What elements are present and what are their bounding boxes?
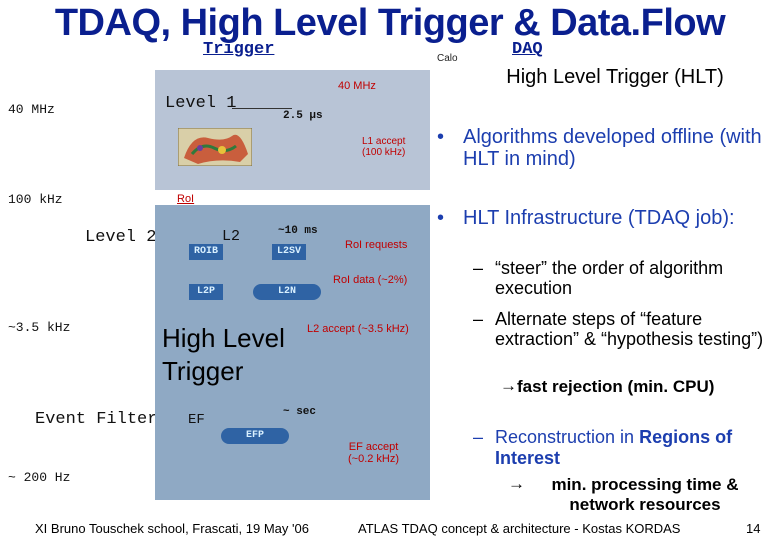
dash-1: – [473,258,484,278]
footer-page-number: 14 [746,521,761,536]
sub-reconstruction-roi: Regions of Interest [495,427,733,468]
roi-requests-label: RoI requests [345,239,408,251]
efp-box: EFP [221,428,289,444]
footer-talk: ATLAS TDAQ concept & architecture - Kost… [358,521,681,536]
level2-label: Level 2 [85,228,157,247]
result-fast-rejection: fast rejection (min. CPU) [517,377,715,396]
l1-accept-label: L1 accept (100 kHz) [362,136,406,158]
event-filter-label: Event Filter [35,410,158,429]
hlt-text-panel [430,66,780,516]
result-arrow-2: → [508,474,525,493]
trigger-header: Trigger [203,40,275,59]
l1-latency: 2.5 μs [283,110,323,122]
dash-3: – [473,427,484,447]
l2n-box: L2N [253,284,321,300]
bullet-dot-1: • [437,126,445,148]
hlt-panel-title: High Level Trigger (HLT) [506,66,724,88]
ef-accept-label: EF accept (~0.2 kHz) [348,441,400,465]
roib-box: ROIB [189,244,223,260]
rate-40mhz: 40 MHz [8,102,55,117]
calo-label: Calo [437,53,458,64]
dash-2: – [473,309,484,329]
calorimeter-map-image [178,128,252,166]
rate-3p5khz: ~3.5 kHz [8,320,71,335]
rate-100khz: 100 kHz [8,192,63,207]
rate-200hz: ~ 200 Hz [8,470,71,485]
l2-accept-label: L2 accept (~3.5 kHz) [307,323,409,335]
l2-latency: ~10 ms [278,225,318,237]
slide-title: TDAQ, High Level Trigger & Data.Flow [54,2,726,44]
result-arrow-1: → [500,376,517,395]
roi-data-label: RoI data (~2%) [333,274,408,286]
sub-reconstruction-text: Reconstruction in [495,427,640,447]
ef-latency: ~ sec [283,406,317,418]
l2p-box: L2P [189,284,223,300]
sub-alternate-steps: Alternate steps of “feature extraction” … [495,309,764,349]
bullet-algorithms: Algorithms developed offline (with HLT i… [463,126,762,170]
sub-reconstruction: Reconstruction in Regions of Interest [495,427,775,469]
level1-connector [232,108,292,119]
hlt-big-label: High Level Trigger [162,323,285,386]
l1-input-rate: 40 MHz [338,80,376,92]
bullet-infrastructure: HLT Infrastructure (TDAQ job): [463,207,735,229]
bullet-dot-2: • [437,207,445,229]
footer-event: XI Bruno Touschek school, Frascati, 19 M… [35,521,309,536]
roi-label: RoI [177,193,195,205]
result-min-processing: min. processing time & network resources [551,475,739,514]
l2-label: L2 [222,228,241,245]
level1-label: Level 1 [165,94,237,113]
l2sv-box: L2SV [272,244,306,260]
daq-header: DAQ [512,40,543,59]
sub-steer: “steer” the order of algorithm execution [495,258,724,298]
ef-label: EF [188,412,205,428]
